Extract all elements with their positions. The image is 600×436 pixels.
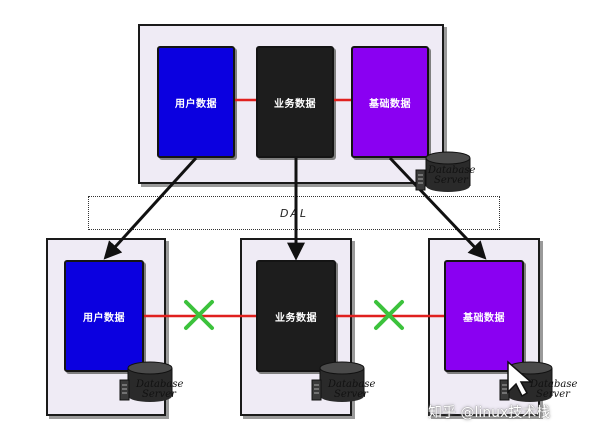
central-base-data-box: 基础数据 xyxy=(351,46,429,158)
db-label-line1: Database xyxy=(136,379,184,390)
node-base-data-box: 基础数据 xyxy=(444,260,524,372)
central-db-label: Database Server xyxy=(428,166,475,186)
central-user-data-label: 用户数据 xyxy=(175,98,217,110)
node-business-data-label: 业务数据 xyxy=(275,312,317,324)
cross-icon xyxy=(184,300,214,330)
cross-icon xyxy=(374,300,404,330)
arrow-user xyxy=(103,156,198,260)
node-user-data-box: 用户数据 xyxy=(64,260,144,372)
server-tower-icon xyxy=(311,379,322,401)
db-label-line1: Database xyxy=(328,379,376,390)
central-business-data-label: 业务数据 xyxy=(274,98,316,110)
server-tower-icon xyxy=(119,379,130,401)
central-base-data-label: 基础数据 xyxy=(369,98,411,110)
db-label-line1: Database xyxy=(428,165,476,176)
db-label-line2: Server xyxy=(142,389,176,400)
node-user-db-label: Database Server xyxy=(136,380,183,400)
node-user-data-label: 用户数据 xyxy=(83,312,125,324)
db-label-line2: Server xyxy=(334,389,368,400)
watermark: 知乎 @linux技术栈 xyxy=(428,405,551,421)
db-label-line2: Server xyxy=(536,389,570,400)
db-label-line1: Database xyxy=(530,379,578,390)
server-tower-icon xyxy=(415,169,426,191)
dal-layer: DAL xyxy=(88,196,500,230)
node-business-db-label: Database Server xyxy=(328,380,375,400)
dal-label: DAL xyxy=(279,206,309,220)
central-user-data-box: 用户数据 xyxy=(157,46,235,158)
node-base-db-label: Database Server xyxy=(530,380,577,400)
node-base-data-label: 基础数据 xyxy=(463,312,505,324)
cursor-icon xyxy=(507,360,534,398)
central-business-data-box: 业务数据 xyxy=(256,46,334,158)
node-business-data-box: 业务数据 xyxy=(256,260,336,372)
arrow-base xyxy=(388,156,487,260)
db-label-line2: Server xyxy=(434,175,468,186)
